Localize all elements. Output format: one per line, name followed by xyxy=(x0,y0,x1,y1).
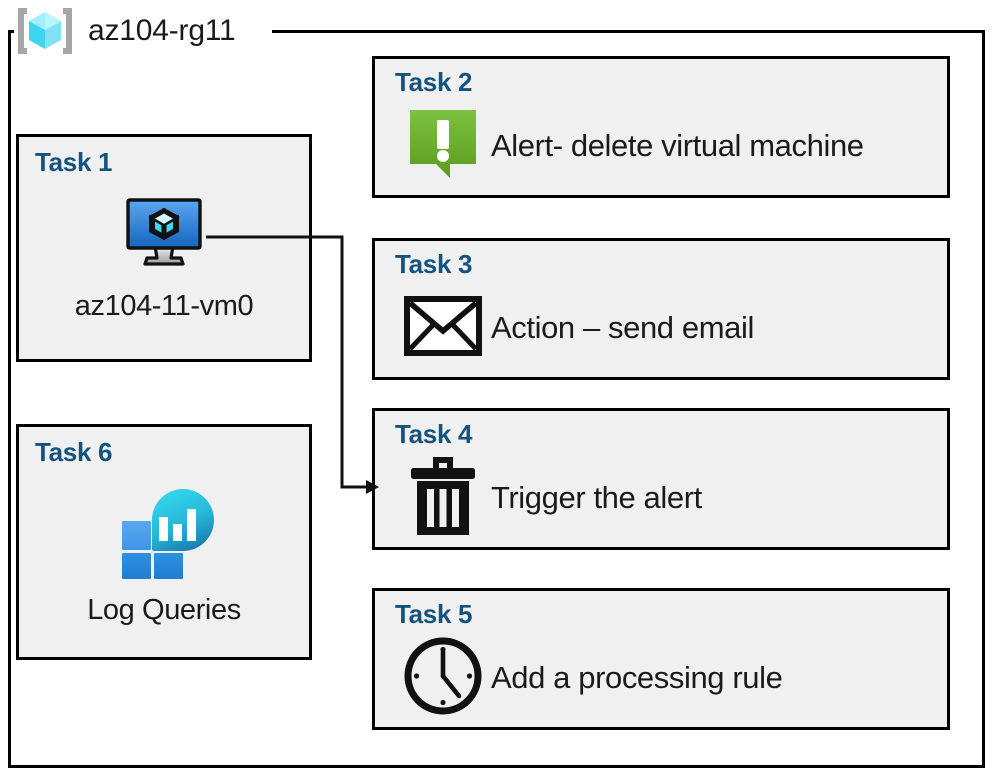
task4-card[interactable]: Task 4 Trigger the alert xyxy=(372,408,950,550)
task2-label: Task 2 xyxy=(395,67,473,97)
task4-text: Trigger the alert xyxy=(491,480,702,515)
virtual-machine-icon xyxy=(119,194,209,277)
alert-exclamation-bubble-icon xyxy=(407,107,479,186)
task1-icon-wrap xyxy=(19,193,309,277)
task3-row: Action – send email xyxy=(395,285,937,371)
resource-group-border-rule xyxy=(272,30,985,33)
task1-card[interactable]: Task 1 xyxy=(16,134,312,362)
task3-card[interactable]: Task 3 Action – send email xyxy=(372,238,950,380)
trash-can-icon xyxy=(407,454,479,543)
task5-card[interactable]: Task 5 Add a processing rule xyxy=(372,588,950,730)
task1-label: Task 1 xyxy=(35,147,113,177)
task3-icon-wrap xyxy=(395,295,491,361)
resource-group-cube-icon xyxy=(14,5,76,57)
log-analytics-icon xyxy=(108,481,220,586)
task4-row: Trigger the alert xyxy=(395,455,937,541)
resource-group-container xyxy=(8,31,985,768)
task5-text: Add a processing rule xyxy=(491,660,783,695)
task4-icon-wrap xyxy=(395,454,491,543)
task2-text: Alert- delete virtual machine xyxy=(491,128,864,163)
resource-group-header: az104-rg11 xyxy=(14,2,242,60)
task1-caption: az104-11-vm0 xyxy=(74,290,254,322)
envelope-email-icon xyxy=(404,295,482,361)
task2-icon-wrap xyxy=(395,107,491,186)
task6-label: Task 6 xyxy=(35,437,113,467)
resource-group-title: az104-rg11 xyxy=(88,14,236,47)
task2-row: Alert- delete virtual machine xyxy=(395,103,937,189)
task6-icon-wrap xyxy=(19,483,309,583)
task5-label: Task 5 xyxy=(395,599,473,629)
task5-icon-wrap xyxy=(395,635,491,722)
task2-card[interactable]: Task 2 Alert- delete virtual machine xyxy=(372,56,950,198)
task6-caption: Log Queries xyxy=(87,594,241,626)
task3-text: Action – send email xyxy=(491,310,754,345)
task5-row: Add a processing rule xyxy=(395,635,937,721)
clock-icon xyxy=(402,635,484,722)
task3-label: Task 3 xyxy=(395,249,473,279)
task4-label: Task 4 xyxy=(395,419,473,449)
task6-card[interactable]: Task 6 xyxy=(16,424,312,660)
